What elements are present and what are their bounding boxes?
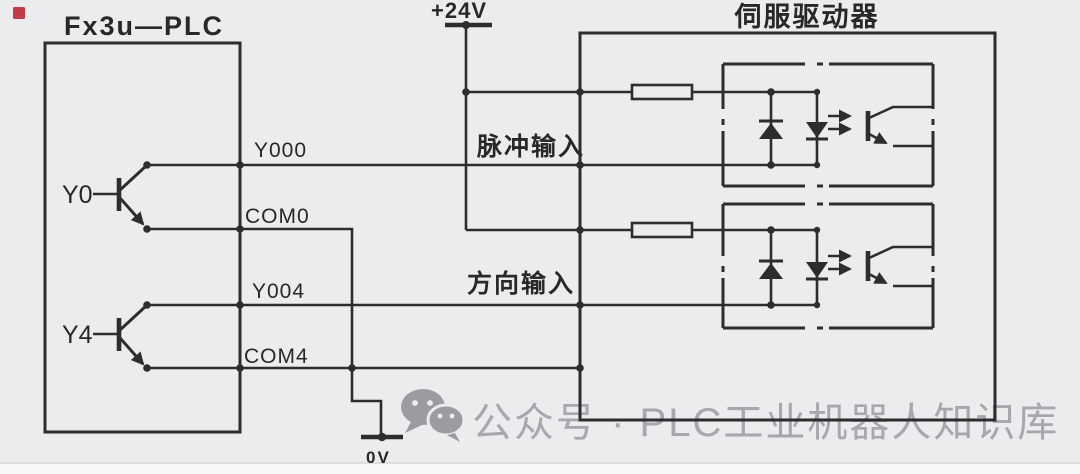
opto2-box (721, 202, 935, 330)
power-24v-label: +24V (431, 0, 487, 23)
light-arrows-2 (828, 249, 852, 276)
phototransistor-2 (865, 245, 933, 288)
phototransistor-1 (865, 105, 933, 148)
transistor-y4: Y4 (62, 304, 148, 366)
power-24v-terminal: +24V (431, 0, 492, 230)
transistor-label-y4: Y4 (62, 321, 93, 349)
light-arrows-1 (828, 109, 852, 136)
resistor-2 (630, 221, 694, 239)
terminal-label-com4: COM4 (244, 345, 309, 368)
junction-dots (143, 21, 821, 442)
ground-label: 0V (366, 448, 391, 467)
led-1 (806, 92, 828, 165)
terminal-label-com0: COM0 (245, 205, 310, 228)
wechat-icon (401, 389, 466, 442)
plc-title: Fx3u—PLC (64, 11, 224, 41)
watermark-text: 公众号 · PLC工业机器人知识库 (472, 401, 1059, 445)
red-marker (13, 7, 25, 19)
bottom-edge-shadow (0, 462, 1080, 464)
transistor-label-y0: Y0 (62, 181, 93, 209)
protection-diode-1 (759, 92, 783, 165)
optocoupler-2 (721, 202, 935, 330)
terminal-label-y000: Y000 (254, 139, 307, 162)
bottom-strip (0, 464, 1080, 474)
transistor-y0: Y0 (62, 164, 148, 226)
led-2 (806, 230, 828, 305)
terminal-label-y004: Y004 (252, 280, 305, 303)
servo-title: 伺服驱动器 (734, 2, 880, 32)
resistor-1 (630, 83, 694, 101)
direction-input-label: 方向输入 (467, 269, 575, 298)
wire-com0-to-ground (147, 227, 383, 433)
plc-box (43, 41, 242, 434)
protection-diode-2 (759, 230, 783, 305)
pulse-input-label: 脉冲输入 (476, 132, 585, 161)
optocoupler-1 (721, 62, 935, 188)
opto1-box (721, 62, 935, 188)
watermark: 公众号 · PLC工业机器人知识库 (401, 389, 1059, 445)
